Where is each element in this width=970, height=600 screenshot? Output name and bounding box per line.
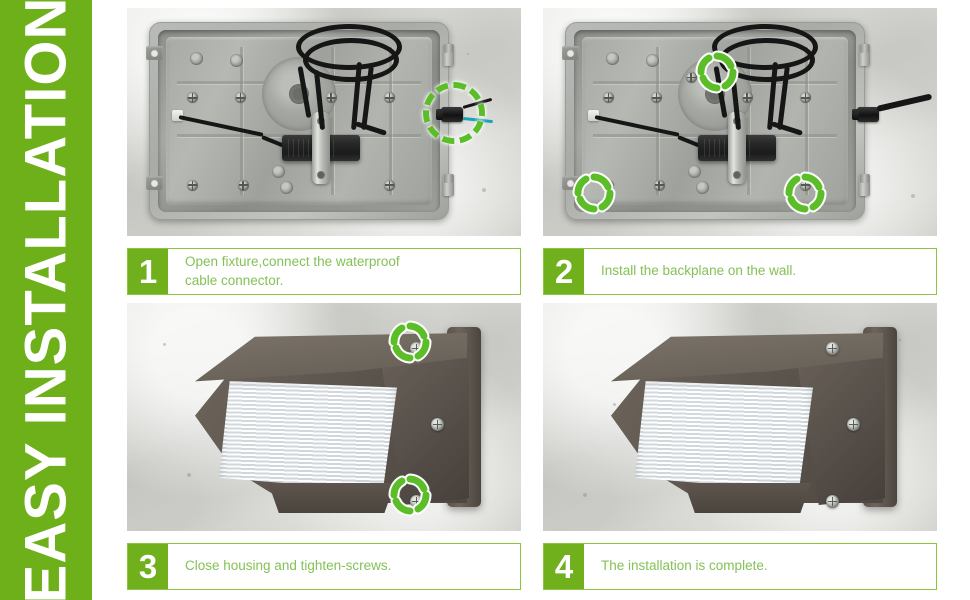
step-1-caption: 1 Open fixture,connect the waterproof ca… xyxy=(127,248,521,295)
fixture-lens xyxy=(219,381,397,491)
waterproof-cable-connector xyxy=(852,107,879,122)
step-2-number: 2 xyxy=(544,249,584,294)
highlight-waterproof-connector xyxy=(423,82,485,144)
fixture-lens xyxy=(635,381,813,491)
step-2-photo xyxy=(543,8,937,236)
step-4-text: The installation is complete. xyxy=(601,558,768,574)
screw-mid-right xyxy=(741,92,753,104)
step-3-photo xyxy=(127,303,521,531)
step-2-caption: 2 Install the backplane on the wall. xyxy=(543,248,937,295)
step-3-text: Close housing and tighten-screws. xyxy=(185,558,392,574)
installation-steps-grid: 1 Open fixture,connect the waterproof ca… xyxy=(127,8,940,592)
highlight-mounting-screw-bottom-right xyxy=(783,171,827,215)
screw-mid-center xyxy=(235,92,247,104)
step-1-photo xyxy=(127,8,521,236)
step-1-number: 1 xyxy=(128,249,168,294)
housing-screw-top xyxy=(826,342,839,355)
screw-mid-left xyxy=(603,92,615,104)
power-cable-loop-lower xyxy=(303,38,399,82)
side-access-screw xyxy=(847,418,860,431)
bolt-bottom-right xyxy=(443,174,454,196)
screw-bottom-right xyxy=(384,179,396,191)
screw-bottom-center xyxy=(237,179,249,191)
banner-title: EASY INSTALLATION xyxy=(13,0,79,600)
screw-mid-far-right xyxy=(800,92,812,104)
bolt-bottom-right xyxy=(859,174,870,196)
screw-mid-center xyxy=(651,92,663,104)
bolt-top-right xyxy=(443,44,454,66)
fixture-bottom-tab xyxy=(268,483,395,513)
highlight-housing-screw-bottom xyxy=(388,473,432,517)
cable-clip xyxy=(172,110,183,121)
wall-pack-fixture xyxy=(583,315,903,520)
bolt-top-right xyxy=(859,44,870,66)
step-card-4: 4 The installation is complete. xyxy=(543,303,937,590)
side-access-screw xyxy=(431,418,444,431)
step-4-caption: 4 The installation is complete. xyxy=(543,543,937,590)
step-3-caption: 3 Close housing and tighten-screws. xyxy=(127,543,521,590)
step-4-photo xyxy=(543,303,937,531)
highlight-mounting-screw-top-center xyxy=(695,50,739,94)
wall-pack-fixture xyxy=(167,315,487,520)
step-4-number: 4 xyxy=(544,544,584,589)
highlight-housing-screw-top xyxy=(388,320,432,364)
screw-mid-right xyxy=(325,92,337,104)
mounting-screw-top-center xyxy=(685,72,697,84)
cable-clip xyxy=(588,110,599,121)
mounting-tab-top-left xyxy=(146,46,163,60)
highlight-mounting-screw-bottom-left xyxy=(572,171,616,215)
screw-bottom-left xyxy=(187,179,199,191)
mounting-tab-bottom-left xyxy=(146,176,163,190)
housing-screw-bottom xyxy=(826,495,839,508)
screw-bottom-center xyxy=(653,179,665,191)
step-2-text: Install the backplane on the wall. xyxy=(601,263,797,279)
step-card-2: 2 Install the backplane on the wall. xyxy=(543,8,937,295)
step-3-number: 3 xyxy=(128,544,168,589)
easy-installation-banner: EASY INSTALLATION xyxy=(0,0,92,600)
screw-mid-left xyxy=(187,92,199,104)
backplate-assembly xyxy=(146,22,493,220)
step-card-3: 3 Close housing and tighten-screws. xyxy=(127,303,521,590)
fixture-bottom-tab xyxy=(684,483,811,513)
screw-mid-far-right xyxy=(384,92,396,104)
mounting-tab-top-left xyxy=(562,46,579,60)
mounting-screw-bottom-right xyxy=(800,179,812,191)
step-card-1: 1 Open fixture,connect the waterproof ca… xyxy=(127,8,521,295)
step-1-text: Open fixture,connect the waterproof cabl… xyxy=(185,254,400,288)
